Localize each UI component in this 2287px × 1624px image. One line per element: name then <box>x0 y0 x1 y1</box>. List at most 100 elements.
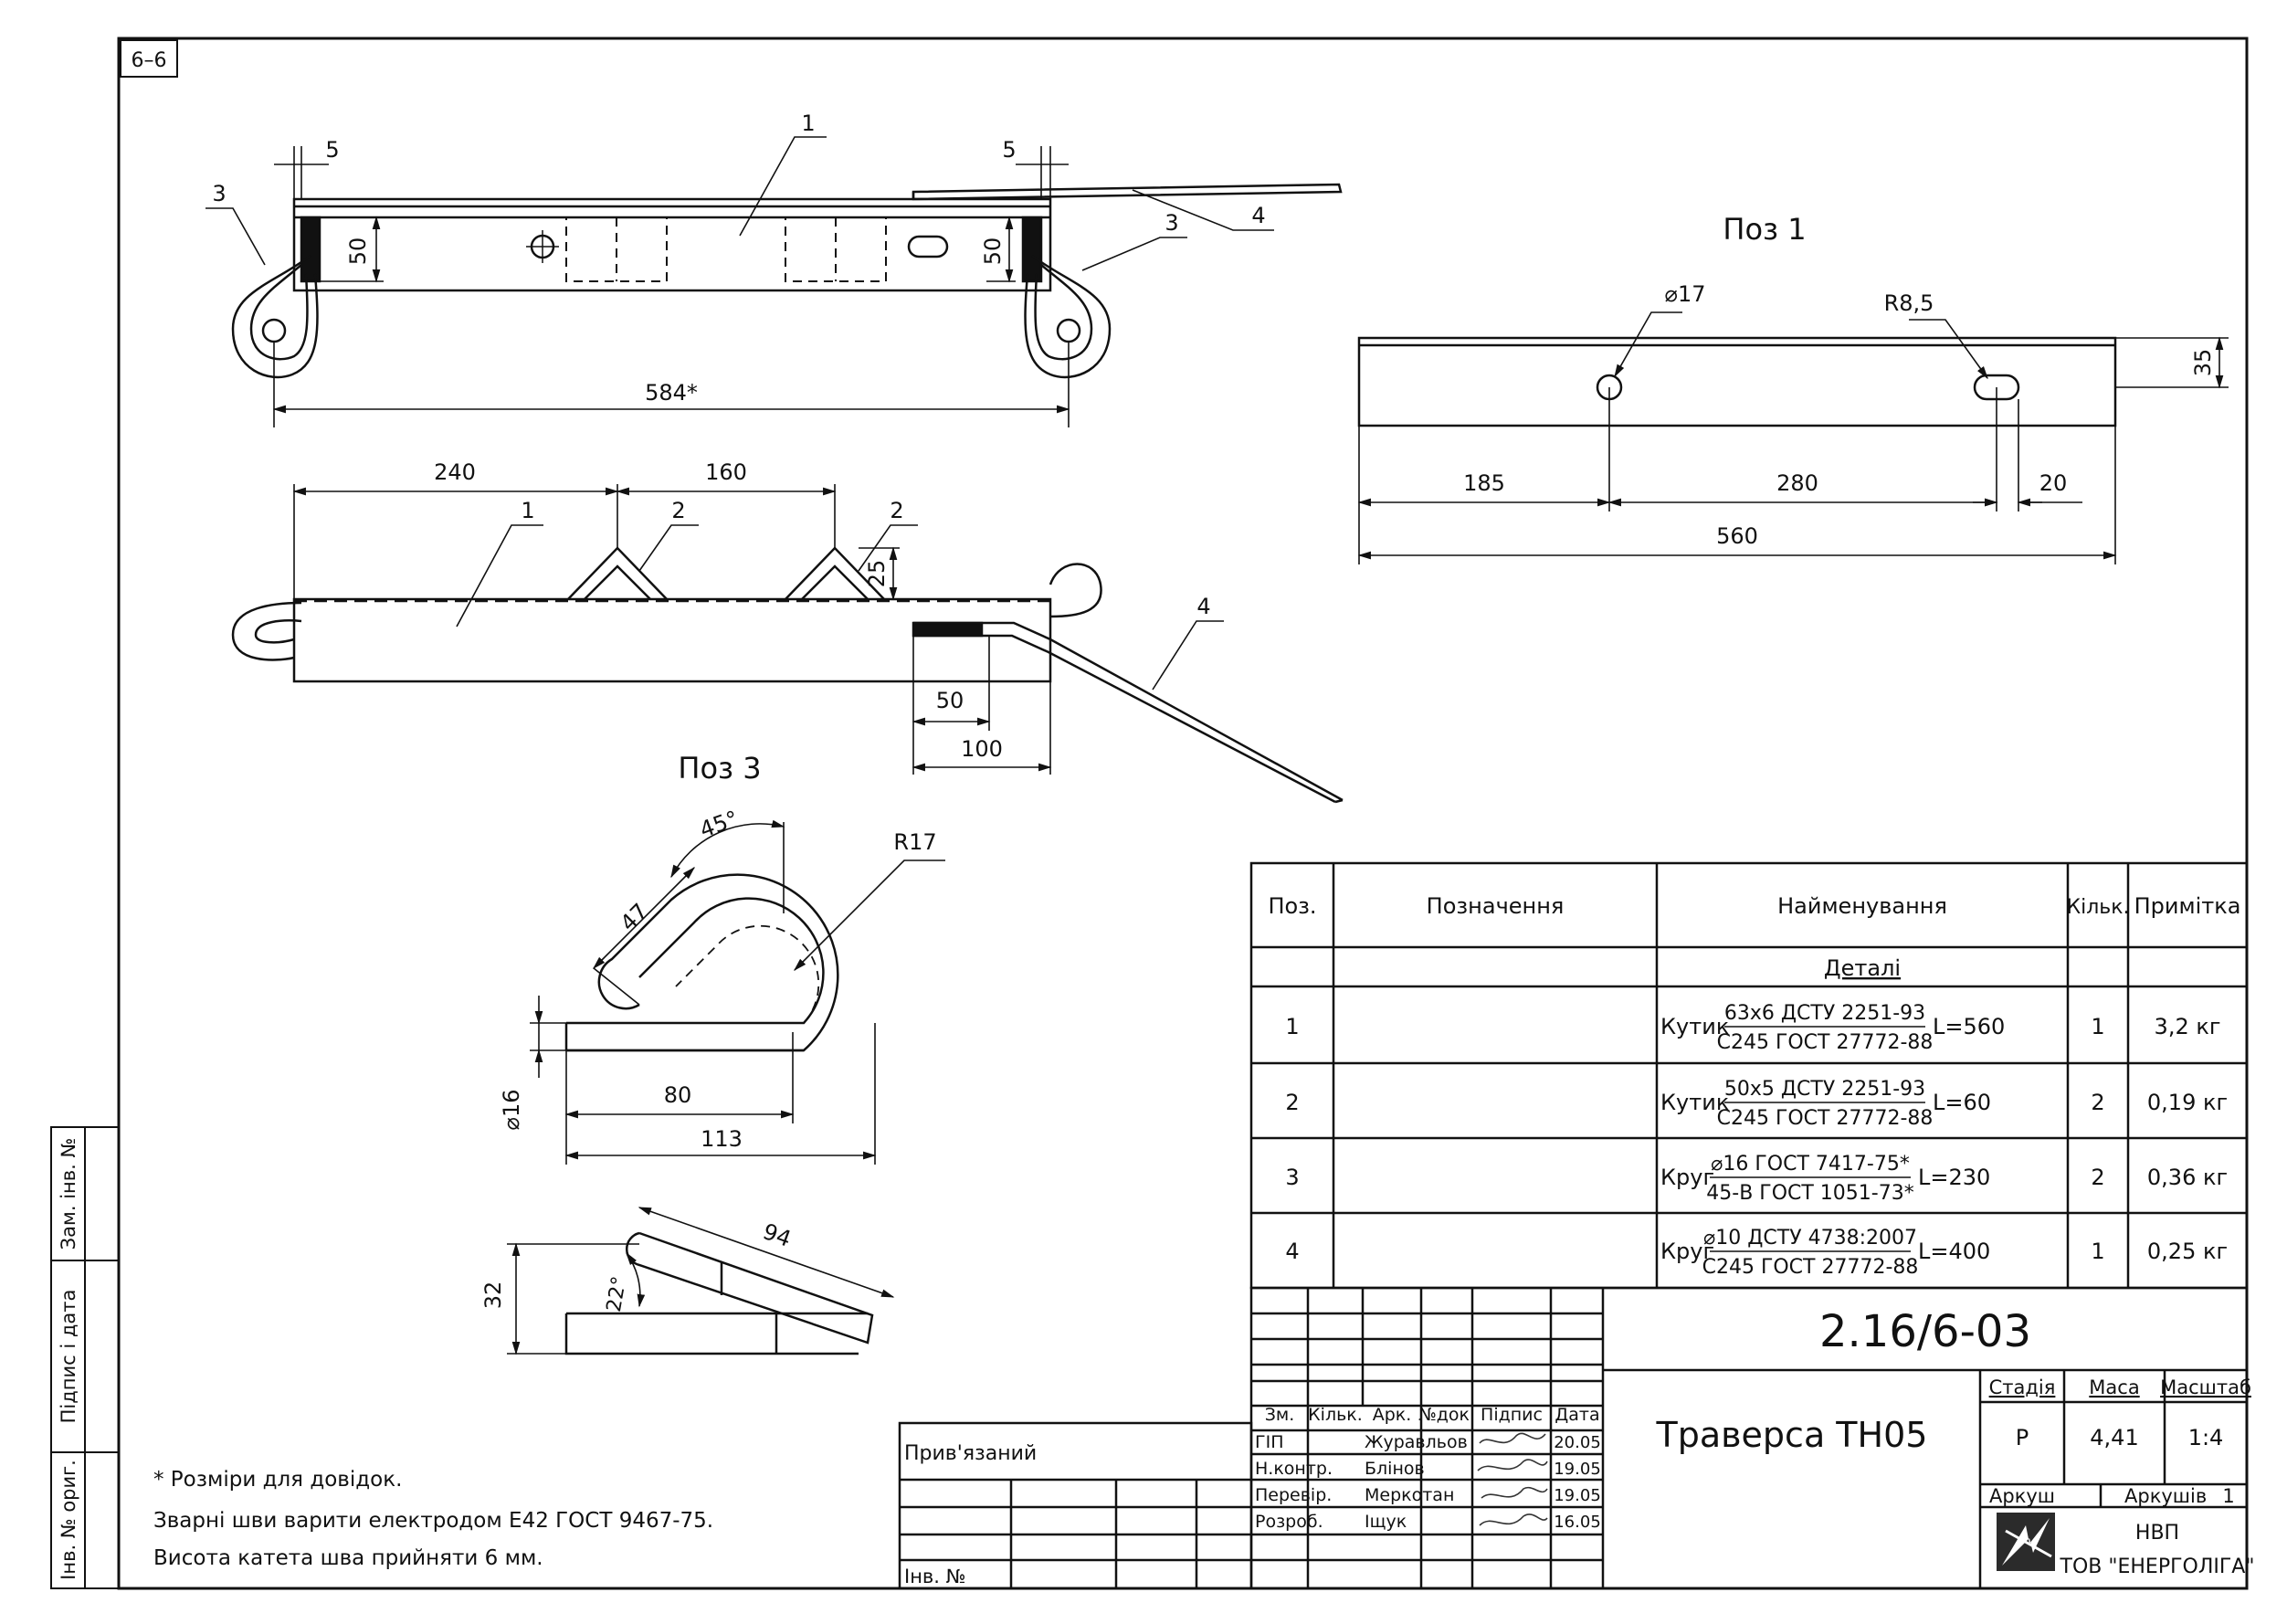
tb-header-date: Дата <box>1555 1405 1599 1425</box>
tb-role-2-date: 19.05 <box>1554 1460 1601 1479</box>
spec-row-3-top: ⌀16 ГОСТ 7417-75* <box>1711 1153 1910 1176</box>
pos1-dim-35: 35 <box>2190 349 2216 377</box>
tb-stage-value: Р <box>2016 1425 2029 1450</box>
pos3-dia: ⌀16 <box>499 1090 524 1131</box>
front-callout-2a: 2 <box>671 498 685 523</box>
tb-role-2: Н.контр. Блінов 19.05 <box>1255 1459 1601 1479</box>
spec-row-4-note: 0,25 кг <box>2147 1239 2228 1264</box>
pos3-dim-32: 32 <box>480 1281 506 1310</box>
tb-role-4-name: Іщук <box>1365 1512 1407 1532</box>
tb-role-3: Перевір. Меркотан 19.05 <box>1255 1485 1601 1505</box>
attached-inv-label: Інв. № <box>904 1566 966 1587</box>
side-stamp <box>50 1126 120 1589</box>
spec-row-4-top: ⌀10 ДСТУ 4738:2007 <box>1703 1227 1917 1250</box>
spec-row-2-prefix: Кутик <box>1660 1090 1729 1115</box>
spec-row-2-bottom: С245 ГОСТ 27772-88 <box>1717 1107 1934 1130</box>
top-height-right: 50 <box>980 237 1006 266</box>
top-gap-left: 5 <box>325 137 339 163</box>
pos1-dim-560: 560 <box>1716 523 1758 549</box>
front-dim-50: 50 <box>936 688 964 713</box>
tb-role-4-role: Розроб. <box>1255 1512 1323 1532</box>
tb-sheets-value: 1 <box>2222 1485 2234 1507</box>
front-callout-4: 4 <box>1196 594 1210 619</box>
attached-block <box>898 1421 1253 1590</box>
sheet-tag: 6–6 <box>132 49 167 72</box>
top-gap-right: 5 <box>1002 137 1016 163</box>
spec-row-4-prefix: Круг <box>1660 1239 1714 1264</box>
tb-role-2-name: Блінов <box>1365 1459 1425 1479</box>
top-view-dims <box>206 136 1274 427</box>
tb-org-line2: ТОВ "ЕНЕРГОЛІГА" <box>2060 1555 2255 1578</box>
front-dim-100: 100 <box>961 736 1003 762</box>
signature-scribbles <box>1477 1432 1548 1526</box>
spec-section: Деталі <box>1824 955 1901 981</box>
tb-stage-label: Стадія <box>1989 1376 2056 1398</box>
pos1-title: Поз 1 <box>1723 212 1806 247</box>
spec-row-2-note: 0,19 кг <box>2147 1090 2228 1115</box>
top-height-left: 50 <box>345 237 371 266</box>
title-block-grid <box>1249 1286 2249 1590</box>
tb-sheets-label: Аркушів <box>2124 1485 2207 1507</box>
front-dim-240: 240 <box>434 459 476 485</box>
tb-role-2-role: Н.контр. <box>1255 1459 1333 1479</box>
spec-row-1-prefix: Кутик <box>1660 1014 1729 1039</box>
tb-role-1-name: Журавльов <box>1365 1432 1468 1452</box>
spec-header-note: Примітка <box>2134 893 2241 919</box>
spec-row-4-qty: 1 <box>2091 1239 2104 1264</box>
spec-header-qty: Кільк. <box>2066 896 2129 919</box>
side-stamp-label-1: Зам. інв. № <box>58 1138 79 1250</box>
company-logo <box>1997 1513 2055 1571</box>
pos3-angle-45: 45° <box>696 806 742 843</box>
top-callout-3-right: 3 <box>1165 210 1178 236</box>
tb-role-4: Розроб. Іщук 16.05 <box>1255 1512 1601 1532</box>
pos3-dim-94: 94 <box>760 1218 795 1252</box>
spec-row-1-pos: 1 <box>1285 1014 1299 1039</box>
tb-header-doc: №док. <box>1418 1405 1475 1425</box>
drawing-number: 2.16/6-03 <box>1819 1306 2031 1357</box>
spec-row-4: 4 Круг ⌀10 ДСТУ 4738:2007 С245 ГОСТ 2777… <box>1285 1227 2228 1279</box>
spec-row-1-note: 3,2 кг <box>2155 1014 2221 1039</box>
note-1: * Розміри для довідок. <box>153 1468 402 1492</box>
tb-header-zm: Зм. <box>1265 1405 1295 1425</box>
tb-header-sign: Підпис <box>1481 1405 1543 1425</box>
pos3-title: Поз 3 <box>678 751 761 786</box>
note-3: Висота катета шва прийняти 6 мм. <box>153 1546 543 1570</box>
spec-row-4-pos: 4 <box>1285 1239 1299 1264</box>
pos1-view <box>1357 336 2117 427</box>
spec-row-3-prefix: Круг <box>1660 1165 1714 1190</box>
tb-header-sheet: Арк. <box>1373 1405 1412 1425</box>
tb-scale-value: 1:4 <box>2188 1425 2224 1450</box>
side-stamp-label-3: Інв. № ориг. <box>58 1460 79 1580</box>
pos1-dims <box>1357 311 2229 564</box>
tb-role-3-name: Меркотан <box>1365 1485 1454 1505</box>
front-callout-1: 1 <box>521 498 534 523</box>
note-2: Зварні шви варити електродом Е42 ГОСТ 94… <box>153 1509 713 1533</box>
spec-row-3-bottom: 45-В ГОСТ 1051-73* <box>1706 1182 1913 1205</box>
tb-role-1-date: 20.05 <box>1554 1433 1601 1452</box>
spec-table <box>1249 861 2249 1290</box>
spec-row-4-len: L=400 <box>1918 1239 1990 1264</box>
spec-row-1-qty: 1 <box>2091 1014 2104 1039</box>
spec-header-name: Найменування <box>1777 893 1947 919</box>
pos3-dims <box>507 819 945 1355</box>
spec-header-designation: Позначення <box>1427 893 1565 919</box>
spec-row-3: 3 Круг ⌀16 ГОСТ 7417-75* 45-В ГОСТ 1051-… <box>1285 1153 2228 1205</box>
pos1-dim-280: 280 <box>1776 470 1818 496</box>
tb-role-3-date: 19.05 <box>1554 1486 1601 1505</box>
spec-row-1-len: L=560 <box>1933 1014 2005 1039</box>
tb-role-1-role: ГІП <box>1255 1432 1283 1452</box>
pos3-dim-80: 80 <box>664 1082 692 1108</box>
front-view-dims <box>292 484 1224 775</box>
top-callout-4: 4 <box>1251 203 1265 228</box>
spec-row-2-len: L=60 <box>1933 1090 1991 1115</box>
top-callout-1: 1 <box>801 111 815 136</box>
pos1-hole-label: ⌀17 <box>1665 281 1706 307</box>
spec-row-3-qty: 2 <box>2091 1165 2104 1190</box>
front-callout-2b: 2 <box>890 498 903 523</box>
tb-sheet-label: Аркуш <box>1989 1485 2055 1507</box>
spec-row-2-top: 50х5 ДСТУ 2251-93 <box>1724 1078 1925 1101</box>
attached-label: Прив'язаний <box>904 1442 1037 1465</box>
spec-row-4-bottom: С245 ГОСТ 27772-88 <box>1702 1256 1919 1279</box>
pos1-slot-label: R8,5 <box>1884 290 1934 316</box>
